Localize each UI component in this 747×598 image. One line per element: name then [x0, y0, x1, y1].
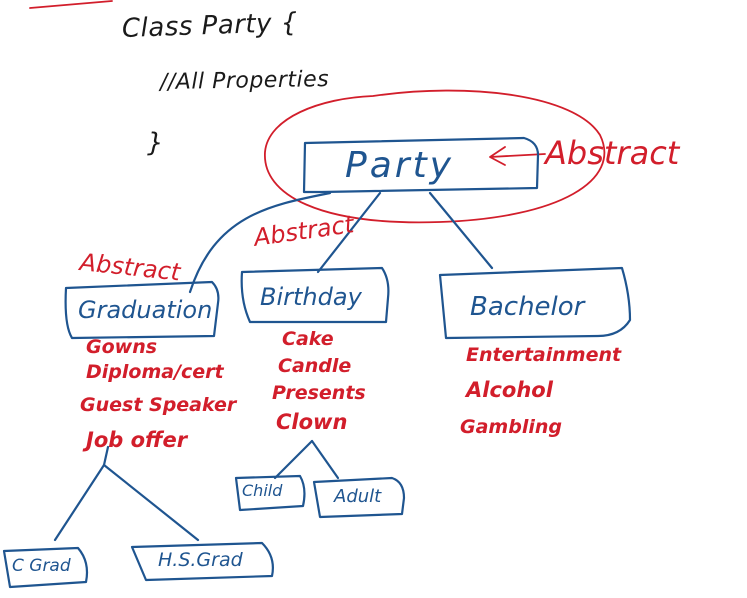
graduation-attr-guest-speaker: Guest Speaker: [80, 394, 237, 416]
child-node-label: Child: [242, 481, 283, 500]
graduation-node-label: Graduation: [78, 296, 213, 324]
code-line-close-brace: }: [147, 128, 165, 158]
bachelor-box: [438, 266, 632, 340]
adult-box: [312, 476, 406, 519]
birthday-attr-candle: Candle: [278, 355, 352, 377]
connector-joboffer-cgrad: [53, 445, 110, 542]
college-grad-box: [2, 546, 89, 589]
graduation-box: [64, 280, 220, 340]
connector-joboffer-hsgrad: [102, 463, 200, 542]
bachelor-node-label: Bachelor: [470, 292, 585, 322]
birthday-node-label: Birthday: [260, 283, 362, 311]
child-box: [234, 474, 306, 512]
birthday-attr-cake: Cake: [282, 328, 334, 350]
connector-clown-adult: [310, 439, 340, 480]
code-line-comment: //All Properties: [159, 67, 330, 95]
birthday-attr-clown: Clown: [276, 410, 348, 434]
college-grad-node-label: C Grad: [12, 556, 71, 576]
party-box: [302, 136, 540, 194]
bachelor-attr-gambling: Gambling: [460, 416, 562, 438]
birthday-attr-presents: Presents: [272, 382, 366, 404]
graduation-attr-diploma: Diploma/cert: [86, 361, 224, 383]
connector-party-graduation: [188, 191, 332, 294]
birthday-box: [240, 266, 390, 324]
party-abstract-annotation: Abstract: [545, 134, 680, 172]
graduation-attr-job-offer: Job offer: [86, 428, 188, 452]
code-line-class: Class Party {: [121, 7, 299, 44]
abstract-ellipse: [264, 89, 606, 224]
bachelor-attr-alcohol: Alcohol: [466, 378, 553, 402]
party-node-label: Party: [345, 145, 454, 186]
connector-clown-child: [273, 439, 314, 480]
connector-party-birthday: [316, 191, 382, 274]
hs-grad-node-label: H.S.Grad: [158, 549, 243, 571]
hs-grad-box: [130, 541, 274, 582]
abstract-arrow: [489, 146, 546, 166]
graduation-attr-gowns: Gowns: [86, 336, 158, 358]
red-stroke-top-left: [29, 0, 113, 9]
bachelor-attr-entertainment: Entertainment: [466, 344, 622, 366]
adult-node-label: Adult: [334, 486, 382, 507]
connector-party-bachelor: [428, 191, 494, 270]
